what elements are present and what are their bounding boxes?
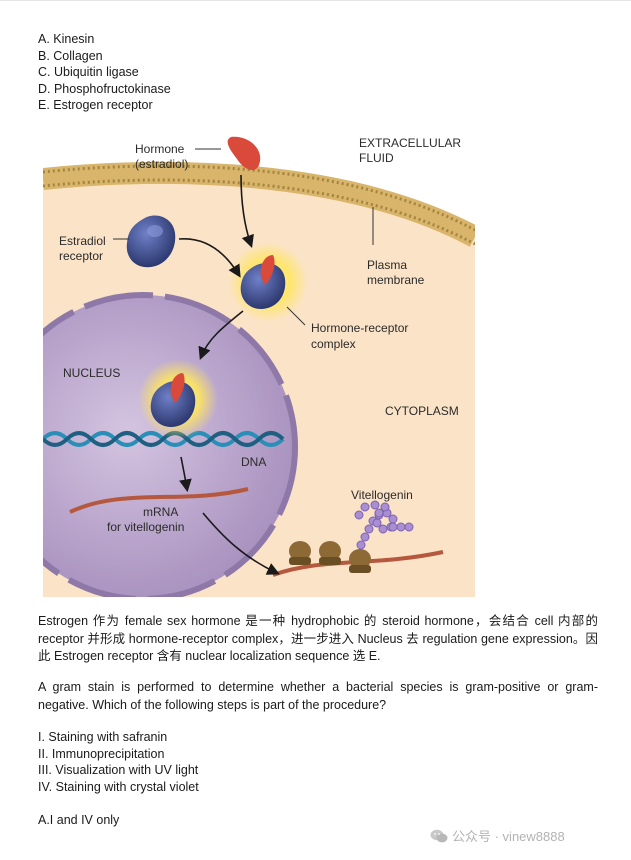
top-divider — [0, 0, 631, 1]
label-mrna: mRNA — [143, 505, 178, 519]
nucleus — [43, 292, 298, 597]
roman-options: I. Staining with safranin II. Immunoprec… — [38, 729, 199, 795]
estrogen-receptor-figure: Hormone (estradiol) EXTRACELLULAR FLUID … — [43, 127, 475, 597]
label-fluid: FLUID — [359, 151, 394, 165]
label-nucleus: NUCLEUS — [63, 366, 120, 380]
label-cytoplasm: CYTOPLASM — [385, 404, 459, 418]
label-complex-1: Hormone-receptor — [311, 321, 408, 335]
question-text: A gram stain is performed to determine w… — [38, 680, 598, 712]
explanation-text: Estrogen 作为 female sex hormone 是一种 hydro… — [38, 614, 598, 663]
hormone-molecule — [227, 136, 261, 171]
label-estradiol-receptor-2: receptor — [59, 249, 103, 263]
estradiol-receptor — [126, 215, 176, 268]
watermark: 公众号 · vinew8888 — [430, 826, 565, 845]
option-e: E. Estrogen receptor — [38, 98, 153, 113]
label-dna: DNA — [241, 455, 266, 469]
label-estradiol: (estradiol) — [135, 157, 188, 171]
roman-option-iii: III. Visualization with UV light — [38, 763, 199, 778]
label-vitellogenin: Vitellogenin — [351, 488, 413, 502]
answer-options: A. Kinesin B. Collagen C. Ubiquitin liga… — [38, 31, 171, 114]
label-estradiol-receptor-1: Estradiol — [59, 234, 106, 248]
label-membrane: membrane — [367, 273, 425, 287]
ribosomes — [289, 541, 371, 573]
label-plasma: Plasma — [367, 258, 407, 272]
label-complex-2: complex — [311, 337, 356, 351]
pathway-arrows — [178, 174, 280, 575]
roman-option-ii: II. Immunoprecipitation — [38, 746, 165, 761]
wechat-icon — [430, 829, 448, 842]
plasma-membrane — [43, 162, 475, 247]
option-a: A. Kinesin — [38, 32, 95, 46]
answer-text: A.I and IV only — [38, 813, 120, 827]
mrna-strand — [69, 487, 249, 514]
vitellogenin-protein — [354, 500, 414, 550]
label-mrna-vitellogenin: for vitellogenin — [107, 520, 184, 534]
option-d: D. Phosphofructokinase — [38, 81, 171, 96]
hormone-receptor-complex — [228, 242, 308, 322]
option-b: B. Collagen — [38, 48, 103, 63]
label-extracellular: EXTRACELLULAR — [359, 136, 461, 150]
option-c: C. Ubiquitin ligase — [38, 65, 139, 80]
label-hormone: Hormone — [135, 142, 185, 156]
dna-helix — [43, 431, 285, 447]
watermark-text: 公众号 · vinew8888 — [452, 829, 565, 844]
roman-option-iv: IV. Staining with crystal violet — [38, 779, 199, 794]
nuclear-complex — [138, 359, 218, 439]
figure-svg: Hormone (estradiol) EXTRACELLULAR FLUID … — [43, 127, 475, 597]
roman-option-i: I. Staining with safranin — [38, 730, 168, 744]
leader-lines — [113, 148, 374, 326]
